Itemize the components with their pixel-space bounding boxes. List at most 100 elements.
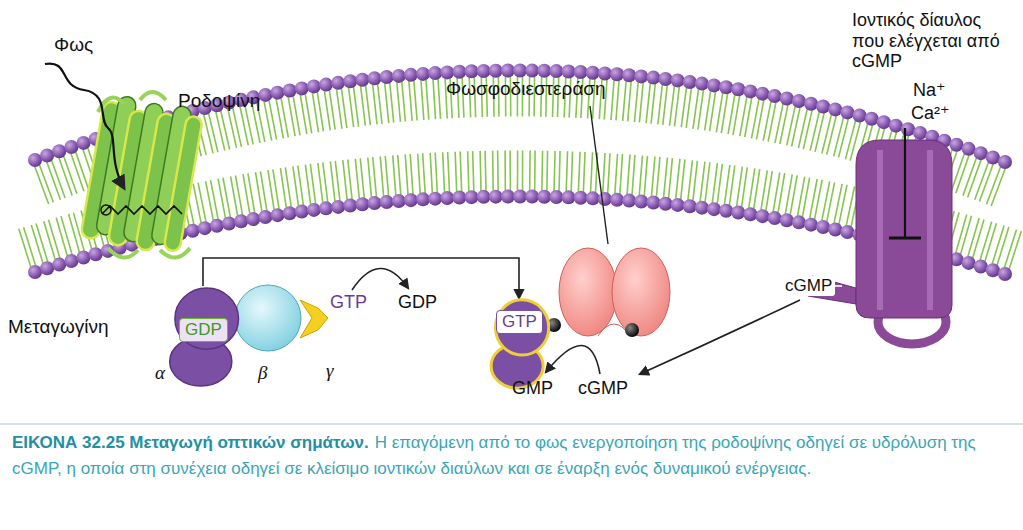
lipid-tail	[700, 162, 705, 202]
lipid-head	[840, 105, 854, 119]
node-heading: Ροδοψίνη	[178, 90, 260, 112]
figure-caption: ΕΙΚΟΝΑ 32.25 Μεταγωγή οπτικών σημάτων.Η …	[12, 430, 1012, 482]
lipid-head	[865, 112, 879, 126]
lipid-head	[768, 211, 782, 225]
lipid-tail	[766, 171, 772, 210]
lipid-tail	[198, 183, 206, 222]
phosphodiesterase-shape	[547, 248, 670, 337]
lipid-head	[598, 192, 612, 206]
lipid-tail	[608, 153, 610, 193]
lipid-tail	[681, 88, 686, 128]
lipid-head	[319, 78, 333, 92]
lipid-tail	[1009, 231, 1021, 269]
lipid-tail	[603, 153, 605, 193]
lipid-head	[222, 216, 236, 230]
lipid-head	[986, 263, 1000, 277]
lipid-tail	[385, 156, 388, 196]
node-heading: Φωσφοδιεστεράση	[446, 78, 606, 100]
lipid-head	[562, 190, 576, 204]
lipid-head	[392, 194, 406, 208]
lipid-tail	[355, 159, 359, 199]
lipid-head	[440, 191, 454, 205]
lipid-tail	[681, 159, 685, 199]
lipid-tail	[468, 151, 469, 191]
lipid-tail	[390, 83, 394, 123]
lipid-head	[28, 265, 42, 279]
lipid-head	[743, 207, 757, 221]
lipid-tail	[827, 182, 835, 221]
lipid-head	[198, 221, 212, 235]
hydrolysis-arrow	[546, 345, 600, 374]
lipid-tail	[669, 158, 673, 198]
lipid-tail	[822, 115, 832, 154]
lipid-head	[683, 75, 697, 89]
lipid-tail	[628, 81, 631, 121]
lipid-tail	[620, 154, 623, 194]
lipid-head	[331, 200, 345, 214]
lipid-head	[549, 64, 563, 78]
lipid-tail	[293, 96, 300, 135]
lipid-head	[355, 73, 369, 87]
lipid-head	[501, 64, 515, 78]
lipid-head	[307, 79, 321, 93]
lipid-head	[610, 67, 624, 81]
lipid-head	[695, 77, 709, 91]
lipid-head	[416, 67, 430, 81]
lipid-tail	[724, 165, 729, 205]
lipid-tail	[737, 167, 743, 207]
lipid-head	[40, 149, 54, 163]
ion-label: Na⁺	[913, 80, 946, 101]
lipid-tail	[497, 151, 499, 191]
molecule-label: cGMP	[578, 378, 628, 399]
lipid-tail	[298, 166, 304, 206]
lipid-head	[368, 196, 382, 210]
lipid-tail	[529, 151, 531, 191]
lipid-tail	[644, 156, 647, 196]
lipid-tail	[571, 151, 572, 191]
lipid-head	[634, 195, 648, 209]
lipid-tail	[330, 161, 335, 201]
lipid-tail	[615, 154, 618, 194]
lipid-tail	[658, 85, 663, 125]
lipid-head	[804, 218, 818, 232]
lipid-tail	[664, 158, 668, 198]
lipid-head	[295, 81, 309, 95]
lipid-head	[89, 247, 103, 261]
lipid-head	[816, 220, 830, 234]
lipid-tail	[430, 153, 432, 193]
lipid-tail	[578, 152, 580, 192]
lipid-head	[719, 204, 733, 218]
lipid-tail	[559, 151, 560, 191]
lipid-tail	[522, 151, 524, 191]
lipid-head	[52, 258, 66, 272]
lipid-tail	[616, 80, 619, 120]
lipid-head	[659, 72, 673, 86]
lipid-head	[319, 201, 333, 215]
lipid-tail	[433, 79, 436, 119]
lipid-tail	[373, 85, 377, 125]
lipid-head	[28, 153, 42, 167]
lipid-head	[64, 140, 78, 154]
lipid-tail	[834, 118, 844, 157]
lipid-tail	[693, 161, 697, 201]
lipid-tail	[815, 113, 824, 152]
lipid-head	[210, 219, 224, 233]
lipid-tail	[745, 98, 752, 137]
lipid-head	[828, 102, 842, 116]
ion-channel: Ιοντικός δίαυλος που ελέγχεται από cGMP	[846, 6, 1018, 346]
lipid-head	[549, 190, 563, 204]
lipid-tail	[76, 152, 89, 190]
lipid-head	[574, 65, 588, 79]
lipid-head	[428, 192, 442, 206]
lipid-head	[877, 115, 891, 129]
lipid-head	[465, 190, 479, 204]
lipid-tail	[979, 164, 993, 202]
lipid-head	[853, 109, 867, 123]
lipid-tail	[686, 88, 691, 128]
lipid-head	[743, 84, 757, 98]
lipid-head	[525, 64, 539, 78]
lipid-head	[622, 68, 636, 82]
lipid-tail	[380, 156, 383, 196]
lipid-head	[610, 193, 624, 207]
lipid-head	[77, 136, 91, 150]
